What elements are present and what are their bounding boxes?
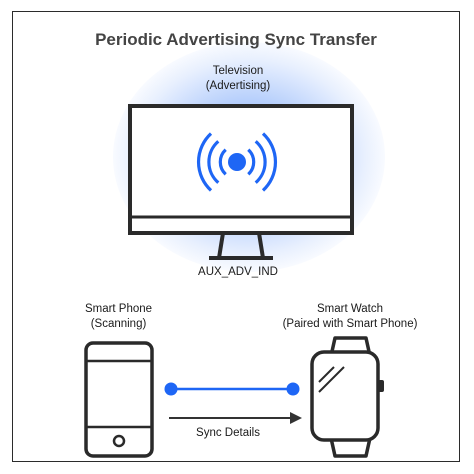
smartphone-label: Smart Phone (Scanning) bbox=[61, 302, 176, 332]
smartwatch-role: (Paired with Smart Phone) bbox=[282, 318, 418, 330]
diagram-frame: Periodic Advertising Sync Transfer Telev… bbox=[12, 11, 460, 462]
smartwatch-icon bbox=[310, 336, 384, 458]
television-icon bbox=[128, 104, 354, 260]
smartwatch-name: Smart Watch bbox=[316, 303, 384, 315]
arrow-right-icon bbox=[169, 412, 302, 424]
smartphone-name: Smart Phone bbox=[84, 303, 153, 315]
sync-connection bbox=[164, 382, 300, 396]
smartphone-icon bbox=[84, 341, 154, 458]
packet-label: AUX_ADV_IND bbox=[198, 266, 278, 278]
sync-details-label: Sync Details bbox=[196, 427, 260, 439]
television-name: Television bbox=[212, 65, 264, 77]
smartphone-role: (Scanning) bbox=[90, 318, 147, 330]
smartwatch-label: Smart Watch (Paired with Smart Phone) bbox=[265, 302, 435, 332]
wifi-broadcast-icon bbox=[197, 132, 277, 192]
diagram-art bbox=[84, 104, 384, 458]
television-label: Television (Advertising) bbox=[173, 64, 303, 94]
diagram-title: Periodic Advertising Sync Transfer bbox=[95, 30, 377, 49]
television-role: (Advertising) bbox=[205, 80, 271, 92]
